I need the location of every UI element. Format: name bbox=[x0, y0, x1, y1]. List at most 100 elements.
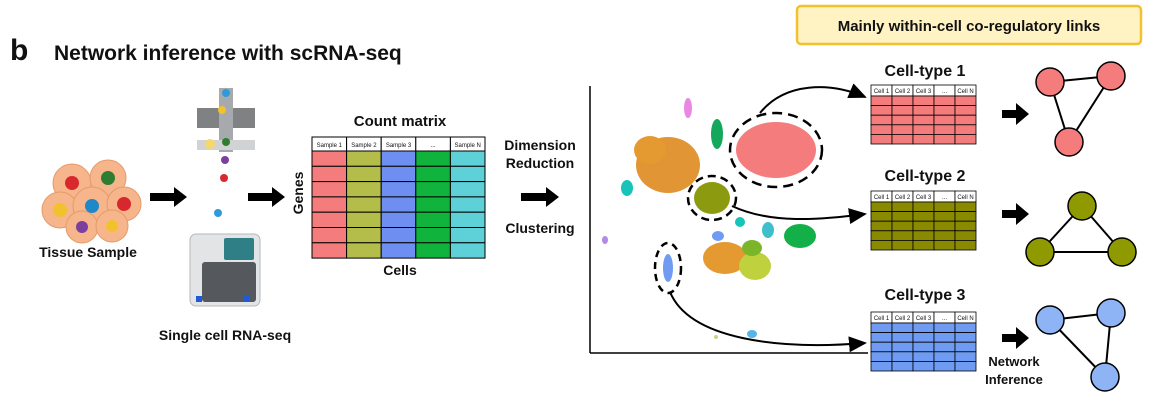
count-matrix-cell bbox=[380, 242, 417, 259]
celltype-matrix-cell bbox=[870, 220, 893, 232]
count-matrix-header-text: Sample 2 bbox=[351, 143, 377, 149]
celltype-matrix-header-text: Cell 2 bbox=[895, 195, 911, 201]
celltype-3-label: Cell-type 3 bbox=[885, 287, 966, 304]
arrow-tissue-to-device bbox=[150, 187, 187, 207]
celltype-matrix-cell bbox=[912, 133, 935, 145]
count-matrix-header-text: Sample 3 bbox=[386, 143, 412, 149]
celltype-3-network bbox=[1035, 298, 1126, 392]
celltype-matrix-cell bbox=[954, 239, 977, 251]
network-inference-label-line2: Inference bbox=[985, 372, 1043, 387]
celltype-matrix-cell bbox=[891, 239, 914, 251]
celltype-matrix-cell bbox=[912, 341, 935, 353]
count-matrix-cell bbox=[415, 150, 451, 167]
celltype-matrix-cell bbox=[954, 105, 977, 116]
celltype-matrix-cell bbox=[912, 114, 935, 126]
panel-title: Network inference with scRNA-seq bbox=[54, 42, 402, 65]
step-dimension-line1: Dimension bbox=[504, 137, 576, 153]
celltype-matrix-cell bbox=[954, 360, 977, 372]
count-matrix-cell bbox=[346, 150, 382, 167]
celltype-matrix-cell bbox=[954, 124, 977, 135]
celltype-matrix-cell bbox=[954, 201, 977, 213]
celltype-matrix-cell bbox=[912, 351, 935, 362]
cluster-embedding-plot bbox=[589, 86, 868, 354]
celltype-matrix-cell bbox=[954, 133, 977, 145]
celltype-matrix-cell bbox=[954, 220, 977, 232]
sequencer-illustration bbox=[189, 233, 261, 307]
celltype-matrix-cell bbox=[912, 95, 935, 107]
count-matrix-cell bbox=[346, 227, 382, 244]
celltype-matrix-cell bbox=[954, 211, 977, 222]
count-matrix-cell bbox=[449, 211, 486, 228]
celltype-matrix-cell bbox=[891, 211, 914, 222]
celltype-matrix-header-text: Cell 3 bbox=[916, 195, 932, 201]
celltype-matrix-cell bbox=[891, 360, 914, 372]
step-dimension-line2: Reduction bbox=[506, 155, 574, 171]
celltype-matrix-cell bbox=[933, 124, 956, 135]
celltype-matrix-cell bbox=[933, 133, 956, 145]
celltype-matrix-header-text: Cell 2 bbox=[895, 316, 911, 322]
celltype-matrix-header-text: Cell 1 bbox=[874, 195, 890, 201]
celltype-2-label: Cell-type 2 bbox=[885, 168, 966, 185]
celltype-matrix-header-text: Cell 1 bbox=[874, 89, 890, 95]
panel-letter: b bbox=[10, 34, 28, 67]
celltype-1-network bbox=[1035, 61, 1126, 157]
celltype-matrix-cell bbox=[891, 220, 914, 232]
count-matrix-cell bbox=[380, 196, 417, 213]
count-matrix-cell bbox=[311, 242, 348, 259]
tissue-sample-label: Tissue Sample bbox=[39, 244, 137, 260]
count-matrix-header-text: ... bbox=[431, 143, 436, 149]
celltype-matrix-cell bbox=[933, 332, 956, 343]
celltype-matrix-cell bbox=[891, 124, 914, 135]
celltype-matrix-cell bbox=[870, 105, 893, 116]
count-matrix-cell bbox=[449, 196, 486, 213]
count-matrix-cell bbox=[346, 165, 382, 183]
celltype-matrix-cell bbox=[870, 201, 893, 213]
celltype-matrix-cell bbox=[933, 105, 956, 116]
celltype-1-label: Cell-type 1 bbox=[885, 63, 966, 80]
celltype-matrix-cell bbox=[870, 211, 893, 222]
count-matrix-cell bbox=[415, 227, 451, 244]
celltype-matrix-cell bbox=[891, 341, 914, 353]
celltype-matrix-cell bbox=[933, 230, 956, 241]
count-matrix-cell bbox=[415, 181, 451, 198]
celltype-matrix-cell bbox=[912, 211, 935, 222]
arrow-celltype-2-network bbox=[1002, 203, 1029, 225]
tissue-sample-illustration bbox=[41, 159, 142, 244]
celltype-matrix-cell bbox=[933, 322, 956, 334]
count-matrix-cells-label: Cells bbox=[383, 262, 417, 278]
count-matrix-cell bbox=[380, 150, 417, 167]
celltype-matrix-header-text: ... bbox=[942, 89, 947, 95]
count-matrix-cell bbox=[449, 227, 486, 244]
count-matrix-cell bbox=[449, 165, 486, 183]
celltype-matrix-cell bbox=[933, 239, 956, 251]
celltype-matrix-header-text: Cell N bbox=[957, 89, 973, 95]
celltype-matrix-cell bbox=[954, 332, 977, 343]
celltype-matrix-cell bbox=[933, 341, 956, 353]
celltype-matrix-cell bbox=[891, 133, 914, 145]
celltype-matrix-cell bbox=[954, 95, 977, 107]
celltype-matrix-cell bbox=[891, 351, 914, 362]
celltype-2-network bbox=[1025, 191, 1137, 267]
arrow-to-celltype-3 bbox=[669, 291, 867, 353]
count-matrix-cell bbox=[311, 211, 348, 228]
count-matrix-cell bbox=[380, 181, 417, 198]
microfluidic-device-illustration bbox=[197, 88, 255, 217]
celltype-matrix-header-text: ... bbox=[942, 195, 947, 201]
celltype-matrix-cell bbox=[933, 114, 956, 126]
count-matrix-cell bbox=[380, 165, 417, 183]
count-matrix-cell bbox=[346, 211, 382, 228]
celltype-matrix-cell bbox=[870, 341, 893, 353]
celltype-matrix-cell bbox=[891, 322, 914, 334]
celltype-matrix-cell bbox=[954, 114, 977, 126]
count-matrix-cell bbox=[346, 181, 382, 198]
celltype-matrix-cell bbox=[954, 351, 977, 362]
count-matrix-cell bbox=[415, 242, 451, 259]
scrnaseq-label: Single cell RNA-seq bbox=[159, 327, 291, 343]
celltype-matrix-cell bbox=[954, 230, 977, 241]
arrow-to-embedding bbox=[521, 187, 559, 207]
count-matrix-cell bbox=[415, 211, 451, 228]
celltype-matrix-cell bbox=[912, 332, 935, 343]
